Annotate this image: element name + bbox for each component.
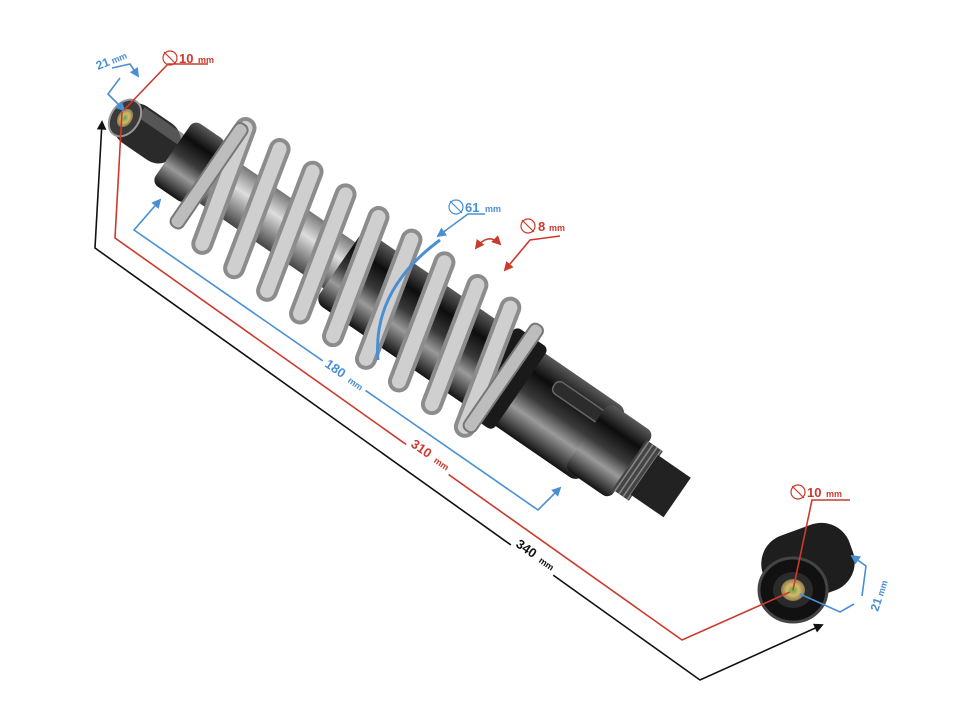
top-eye-width-unit: mm [110, 51, 129, 66]
label-spring-length: 180 mm [318, 353, 371, 397]
bottom-eye-bore-unit: mm [826, 489, 842, 499]
label-top-eye-width: 21 mm [94, 51, 129, 73]
top-eye-width-value: 21 [94, 55, 112, 73]
spring-wire-unit: mm [549, 223, 565, 233]
diameter-icon [448, 199, 464, 215]
spring-wire-value: 8 [538, 219, 545, 234]
diameter-icon [790, 484, 806, 500]
label-eye-to-eye: 310 mm [404, 433, 457, 477]
top-eye-bore-unit: mm [198, 55, 214, 65]
bottom-eye-width-unit: mm [875, 579, 889, 597]
label-top-eye-bore: 10 mm [162, 50, 214, 66]
bottom-mount-eye [757, 522, 855, 624]
label-bottom-eye-bore: 10 mm [790, 484, 842, 500]
bottom-eye-width-value: 21 [868, 596, 886, 613]
label-overall-length: 340 mm [509, 533, 562, 577]
label-spring-diameter: 61 mm [448, 199, 501, 215]
bottom-eye-bore-value: 10 [807, 485, 821, 500]
top-eye-bore-value: 10 [179, 51, 193, 66]
spring-diameter-unit: mm [485, 204, 501, 214]
label-bottom-eye-width: 21 mm [868, 579, 890, 613]
label-spring-wire: 8 mm [520, 218, 565, 234]
diameter-icon [162, 50, 178, 66]
diameter-icon [520, 218, 536, 234]
spring-diameter-value: 61 [465, 200, 479, 215]
